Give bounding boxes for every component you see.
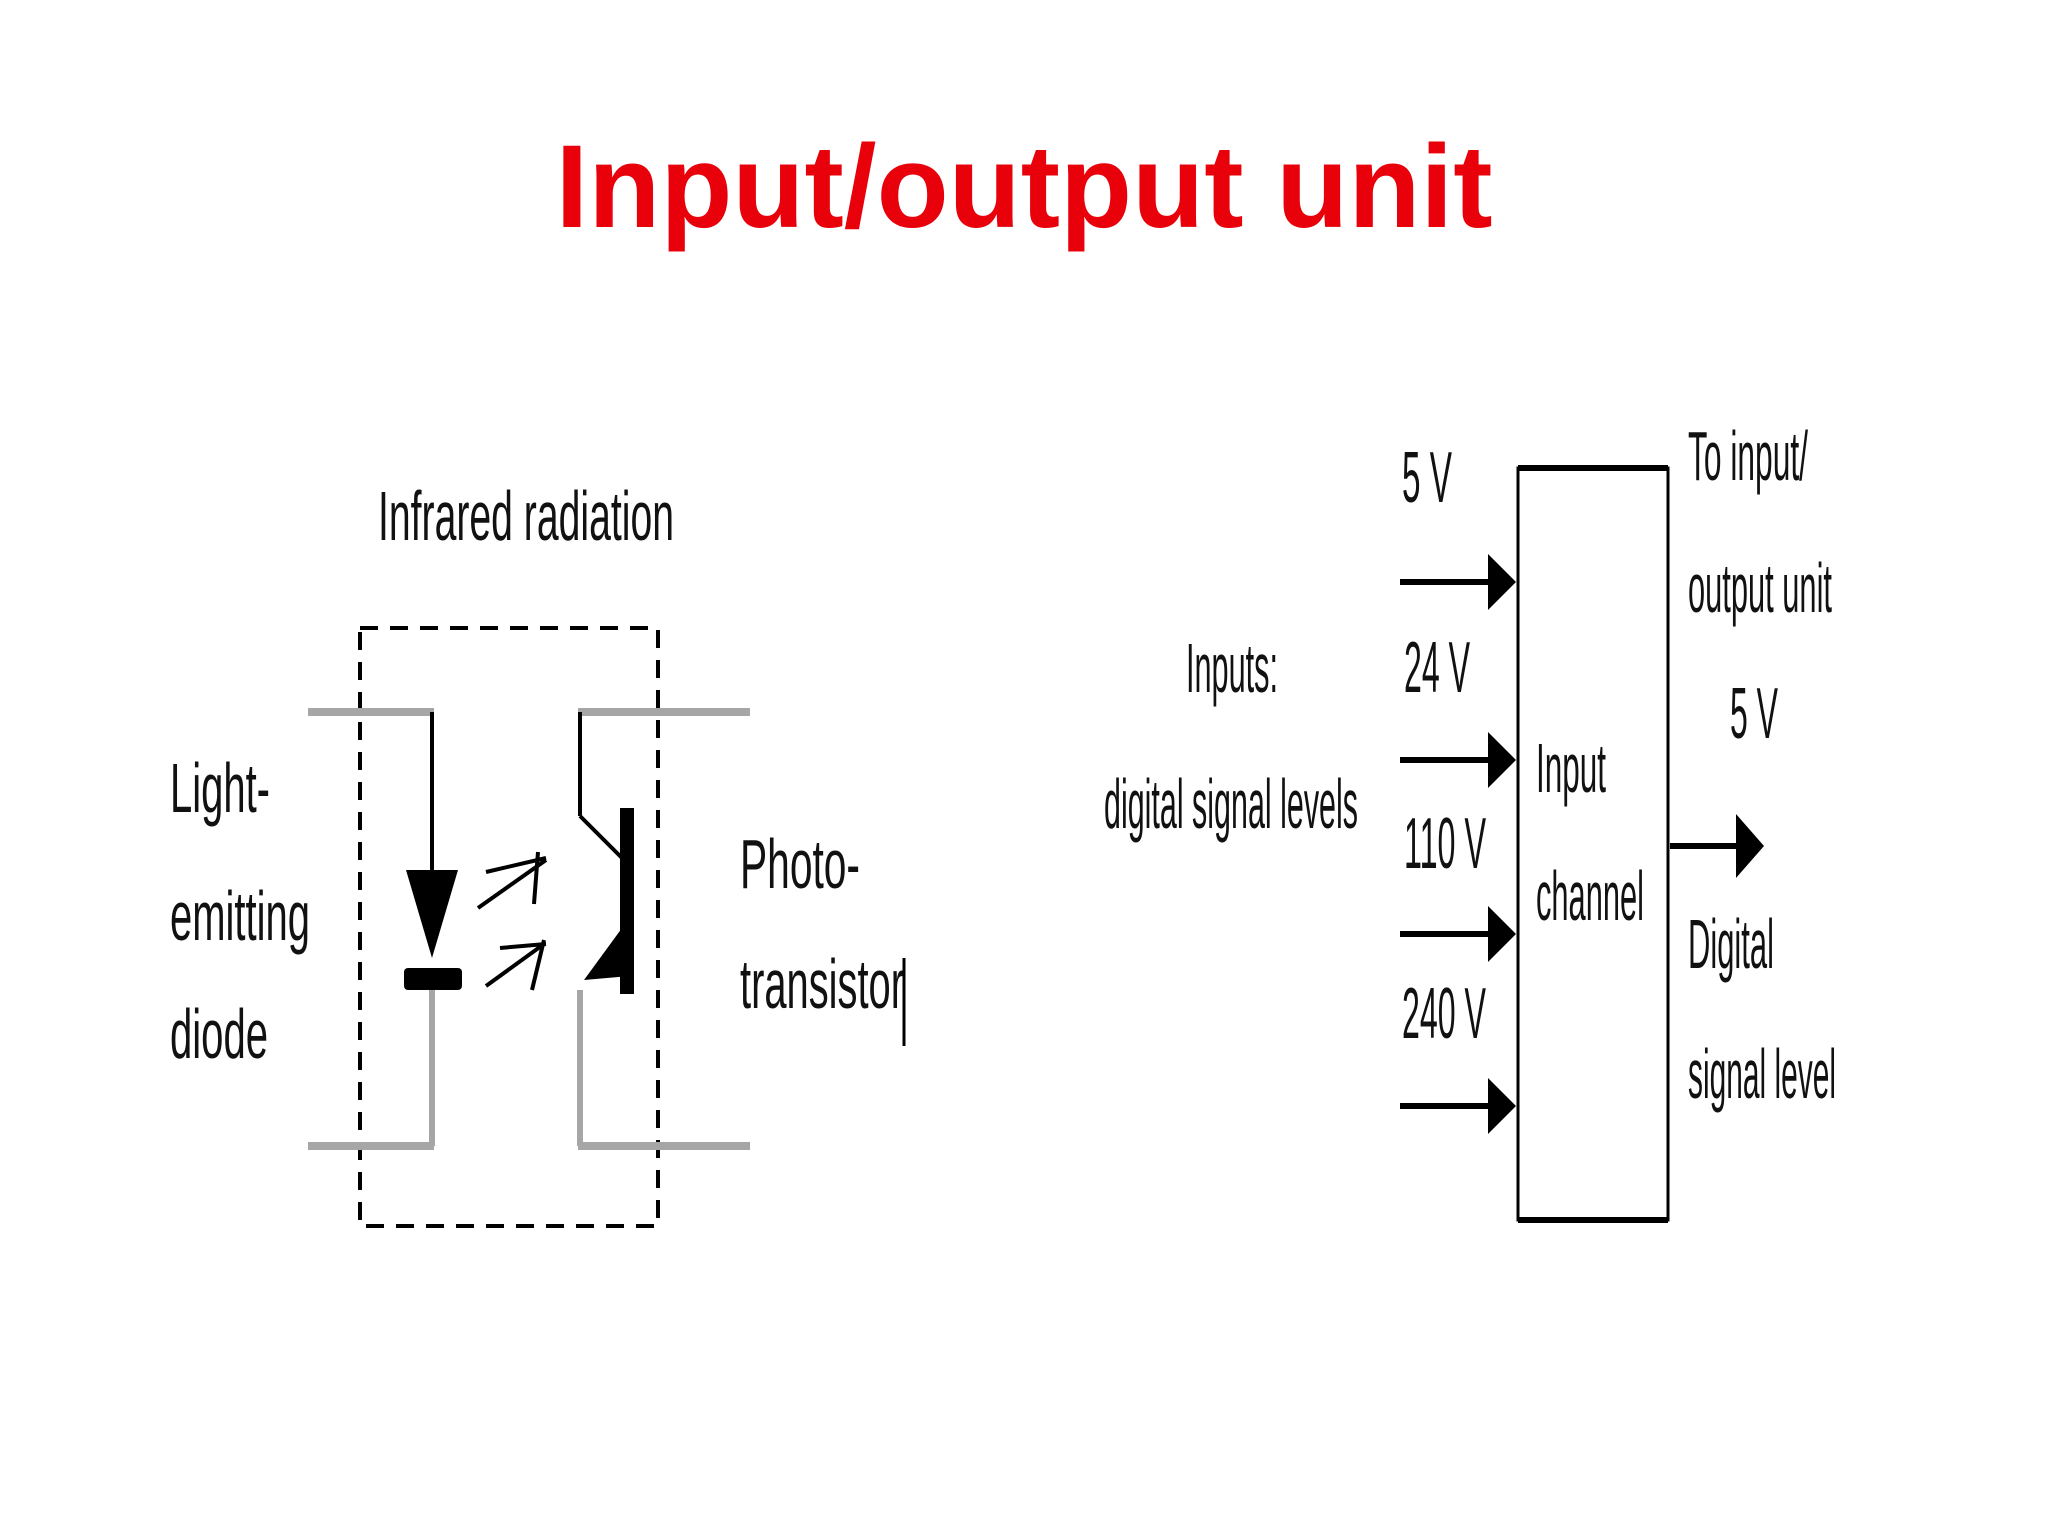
led-label-line2: emitting — [170, 877, 310, 955]
inputs-label-line2: digital signal levels — [1104, 765, 1358, 843]
block-label-line2: channel — [1536, 857, 1644, 935]
input-voltage-110v: 110 V — [1404, 804, 1486, 884]
emitter-arrow-icon — [584, 928, 630, 980]
output-signal-level-label: signal level — [1688, 1035, 1836, 1113]
infrared-radiation-label: Infrared radiation — [378, 477, 674, 555]
inputs-label-line1: Inputs: — [1186, 629, 1278, 707]
collector-diagonal — [578, 814, 628, 864]
arrow-head-icon — [1488, 1078, 1516, 1134]
input-voltage-240v: 240 V — [1402, 974, 1486, 1054]
led-diode-icon — [406, 870, 458, 958]
phototransistor-label-line1: Photo- — [740, 825, 860, 903]
output-label-line1: To input/ — [1688, 417, 1808, 495]
input-voltage-24v: 24 V — [1404, 628, 1470, 708]
package-outline — [358, 626, 660, 1228]
light-arrow-icon — [476, 851, 548, 991]
input-channel-block — [1516, 466, 1670, 1222]
led-cathode-bar — [404, 968, 462, 990]
input-channel-diagram: Inputs: digital signal levels 5 V 24 V 1… — [1104, 417, 1836, 1223]
arrow-head-icon — [1488, 554, 1516, 610]
optocoupler-diagram: Infrared radiation — [170, 477, 906, 1228]
led-label-line3: diode — [170, 995, 268, 1073]
arrow-head-icon — [1488, 906, 1516, 962]
output-label-line3: 5 V — [1730, 674, 1778, 754]
output-digital-label: Digital — [1688, 905, 1774, 983]
arrow-head-icon — [1488, 732, 1516, 788]
phototransistor-label-line2: transistor — [740, 945, 904, 1023]
input-voltage-5v: 5 V — [1402, 438, 1452, 518]
block-label-line1: Input — [1536, 729, 1606, 807]
led-label-line1: Light- — [170, 749, 270, 827]
arrow-head-icon — [1736, 814, 1764, 878]
output-label-line2: output unit — [1688, 549, 1832, 627]
slide-title: Input/output unit — [555, 121, 1493, 253]
input-arrows — [1400, 554, 1516, 1134]
